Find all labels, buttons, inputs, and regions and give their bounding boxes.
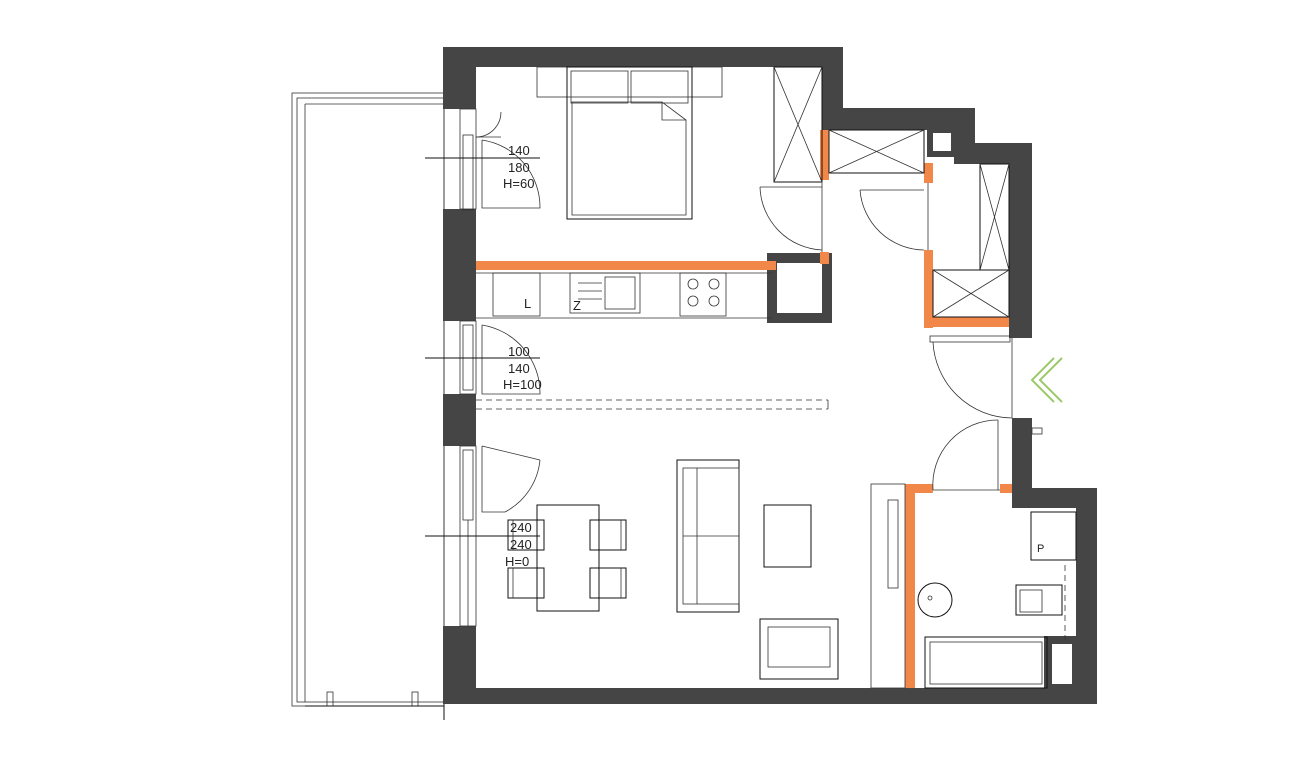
bathtub (924, 636, 1048, 689)
entrance-door (929, 335, 1043, 435)
hall-closet-door (859, 183, 929, 251)
window-swings (475, 111, 541, 513)
closet-cabinet-lower (932, 269, 1010, 318)
svg-text:100: 100 (508, 344, 530, 359)
armchair (759, 618, 839, 680)
toilet (1015, 584, 1063, 616)
svg-text:240: 240 (510, 520, 532, 535)
fridge-mark: Z (573, 298, 581, 313)
washing-machine: P (1030, 511, 1077, 561)
svg-text:180: 180 (508, 160, 530, 175)
coffee-table (763, 504, 812, 568)
dining-chairs (507, 519, 627, 599)
window-leaders (425, 157, 540, 537)
closet-cabinet-upper (979, 163, 1010, 271)
overhead-cabinet-line (476, 399, 829, 410)
window-label-3: 240 240 H=0 (505, 520, 532, 569)
svg-text:H=100: H=100 (503, 377, 542, 392)
double-chevron-left-icon (1030, 357, 1063, 403)
svg-text:140: 140 (508, 361, 530, 376)
exterior-walls (443, 47, 1097, 704)
wardrobe-bedroom (773, 66, 823, 183)
window-openings (459, 108, 477, 627)
laundry-niche (870, 483, 906, 689)
window-label-2: 100 140 H=100 (503, 344, 542, 392)
svg-text:H=0: H=0 (505, 554, 529, 569)
bathroom-door (932, 419, 1000, 491)
sofa (676, 459, 740, 613)
kitchen-counter: L Z (476, 272, 772, 319)
svg-text:140: 140 (508, 143, 530, 158)
partition-walls (476, 130, 1012, 688)
balcony (291, 92, 445, 720)
cooktop (687, 278, 720, 307)
washbasin (917, 582, 953, 618)
double-bed (536, 66, 723, 220)
svg-text:H=60: H=60 (503, 176, 534, 191)
window-label-1: 140 180 H=60 (503, 143, 534, 191)
washer-mark: P (1037, 543, 1044, 555)
sink-mark: L (524, 296, 531, 311)
svg-text:240: 240 (510, 537, 532, 552)
bedroom-door (759, 182, 823, 252)
dining-table (536, 504, 600, 612)
hall-wardrobe-top (828, 129, 925, 174)
